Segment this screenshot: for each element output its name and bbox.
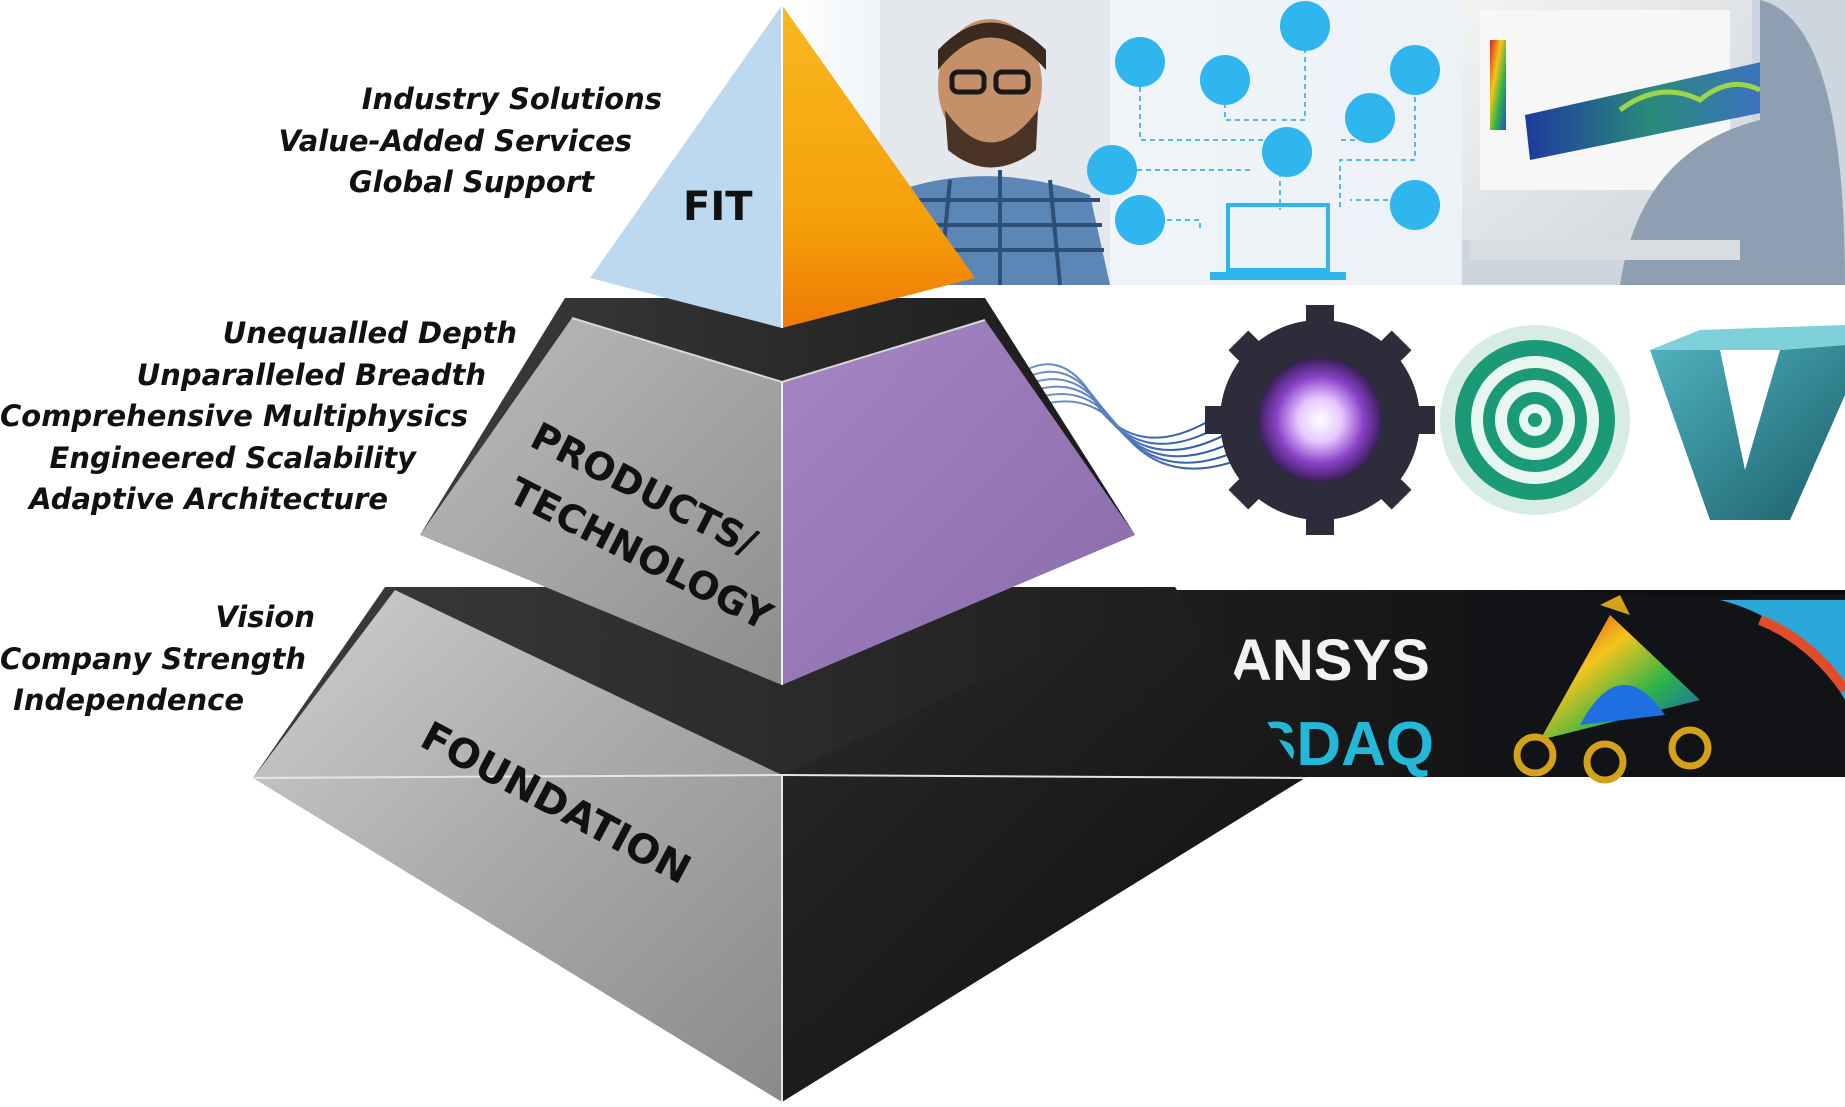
foundation-bullet: Vision <box>215 600 315 634</box>
products-bullet: Engineered Scalability <box>49 440 416 475</box>
ansys-logo-text: ANSYS <box>1230 628 1430 693</box>
cloud-icons <box>1087 1 1440 245</box>
foundation-bullets: Vision Company Strength Independence <box>0 597 316 722</box>
products-bullet: Adaptive Architecture <box>29 482 388 516</box>
products-bullet: Unequalled Depth <box>222 316 517 350</box>
products-bullet: Unparalleled Breadth <box>136 357 486 392</box>
fit-right-face <box>782 5 975 328</box>
foundation-bullet: Independence <box>13 683 244 717</box>
foundation-bullet: Company Strength <box>0 641 307 676</box>
fit-banner <box>782 0 1845 286</box>
foundation-left-face <box>253 590 782 1102</box>
fit-bullet: Value-Added Services <box>278 123 632 158</box>
rover-simulation-image <box>1465 595 1845 784</box>
tier-products: PRODUCTS/ TECHNOLOGY <box>420 298 1135 685</box>
v-shape-icon <box>1650 325 1845 520</box>
fit-label: FIT <box>683 184 753 230</box>
fit-bullets: Industry Solutions Value-Added Services … <box>0 79 662 204</box>
products-left-face <box>420 318 782 685</box>
spiral-icon <box>1440 325 1630 515</box>
fit-bullet: Industry Solutions <box>361 82 662 116</box>
tier-fit: FIT <box>590 5 975 328</box>
fit-bullet: Global Support <box>348 165 594 199</box>
gear-icon <box>1205 305 1435 535</box>
tier-foundation: FOUNDATION <box>252 587 1306 1102</box>
products-right-face <box>782 320 1135 685</box>
products-bullets: Unequalled Depth Unparalleled Breadth Co… <box>0 313 520 521</box>
laptop-icon <box>1210 203 1346 280</box>
products-bullet: Comprehensive Multiphysics <box>0 399 469 433</box>
simulation-monitor-photo <box>1462 0 1845 285</box>
foundation-right-face <box>782 590 1305 1102</box>
wave-ribbon <box>999 363 1266 470</box>
fit-left-face <box>590 5 782 328</box>
